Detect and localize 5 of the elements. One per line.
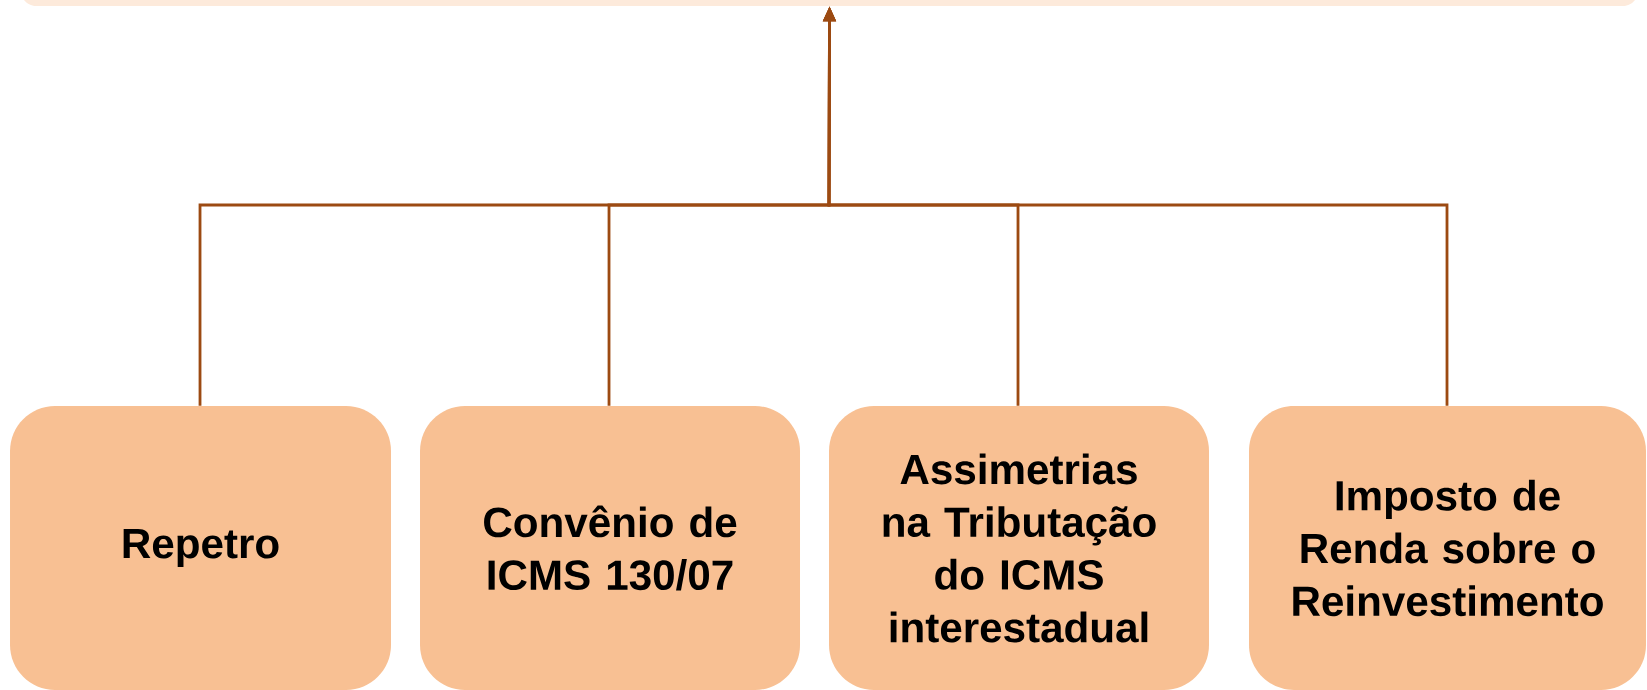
topic-box: Convênio de ICMS 130/07 <box>420 406 800 690</box>
topic-box: Assimetrias na Tributação do ICMS interestadual <box>829 406 1209 690</box>
topic-box: Imposto de Renda sobre o Reinvestimento <box>1249 406 1646 690</box>
topic-box: Repetro <box>10 406 391 690</box>
banner-box <box>21 0 1638 6</box>
